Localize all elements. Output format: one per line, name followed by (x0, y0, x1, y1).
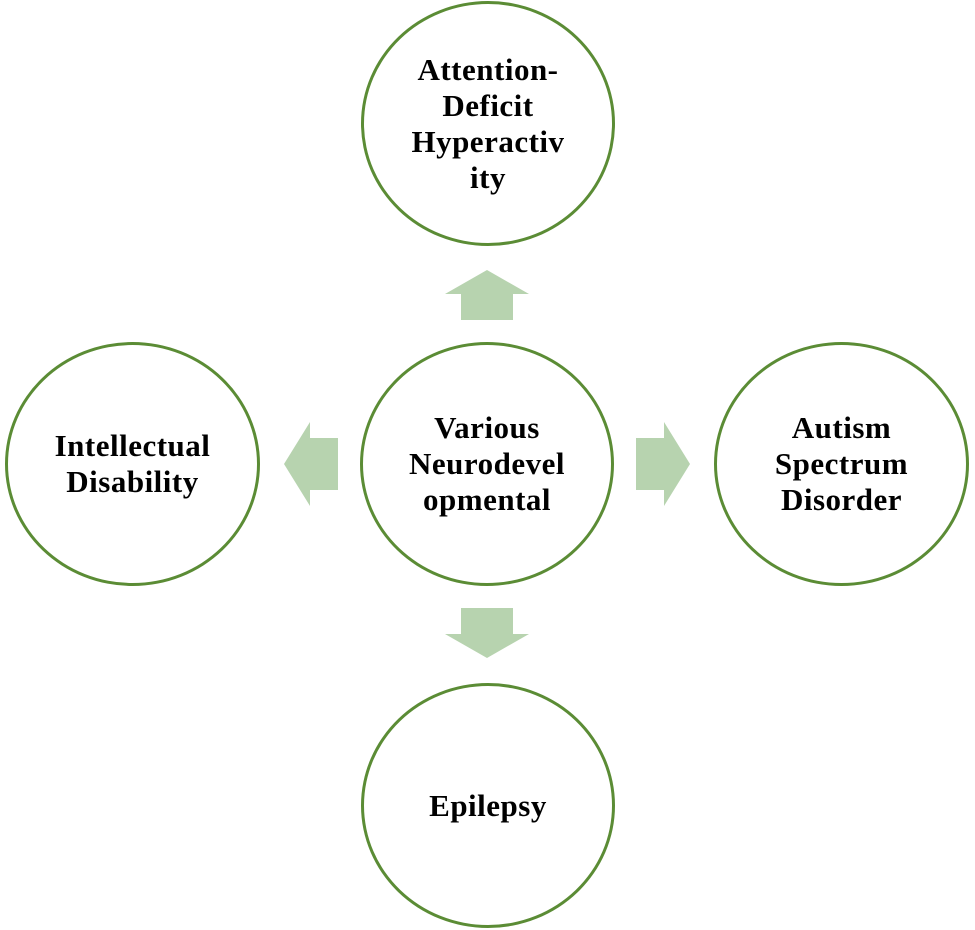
node-label-right: Autism Spectrum Disorder (774, 410, 909, 517)
node-attention-deficit-hyperactivity: Attention- Deficit Hyperactiv ity (361, 1, 615, 246)
node-epilepsy: Epilepsy (361, 683, 615, 928)
node-label-bottom: Epilepsy (429, 787, 547, 823)
arrow-right-icon (636, 422, 690, 506)
node-autism-spectrum-disorder: Autism Spectrum Disorder (714, 342, 969, 586)
arrow-up-icon (445, 270, 529, 320)
node-label-top: Attention- Deficit Hyperactiv ity (411, 51, 565, 195)
node-label-left: Intellectual Disability (54, 428, 211, 499)
node-various-neurodevelopmental: Various Neurodevel opmental (360, 342, 614, 586)
arrow-left-icon (284, 422, 338, 506)
node-intellectual-disability: Intellectual Disability (5, 342, 260, 586)
node-label-center: Various Neurodevel opmental (409, 410, 565, 517)
arrow-down-icon (445, 608, 529, 658)
